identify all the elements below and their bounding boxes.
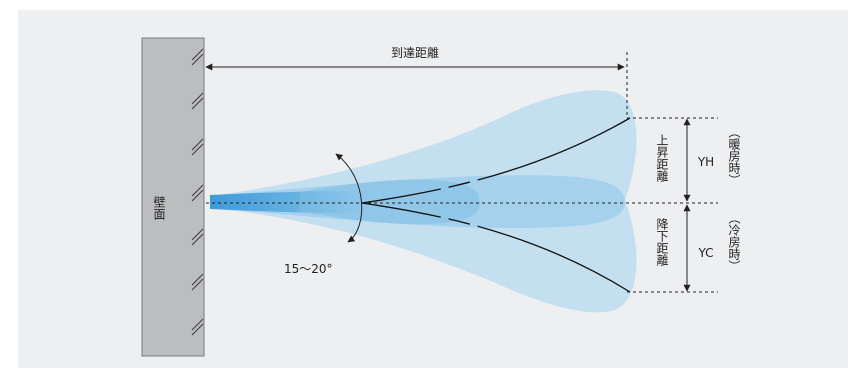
- cooling-label: （冷房時）: [727, 212, 741, 272]
- yc-label: YC: [697, 246, 713, 260]
- yh-label: YH: [697, 155, 714, 169]
- fall-distance-label: 降下距離: [655, 218, 669, 266]
- heating-label: （暖房時）: [727, 126, 741, 186]
- angle-label: 15〜20°: [284, 262, 333, 276]
- heating-trajectory: [361, 117, 631, 204]
- wall-label: 壁面: [152, 195, 166, 220]
- wall: [141, 37, 205, 357]
- wall-hatch: [191, 48, 204, 336]
- reach-distance-label: 到達距離: [391, 46, 439, 60]
- angle-arc: [335, 153, 363, 243]
- cooling-trajectory: [361, 202, 631, 293]
- rise-distance-label: 上昇距離: [655, 134, 669, 182]
